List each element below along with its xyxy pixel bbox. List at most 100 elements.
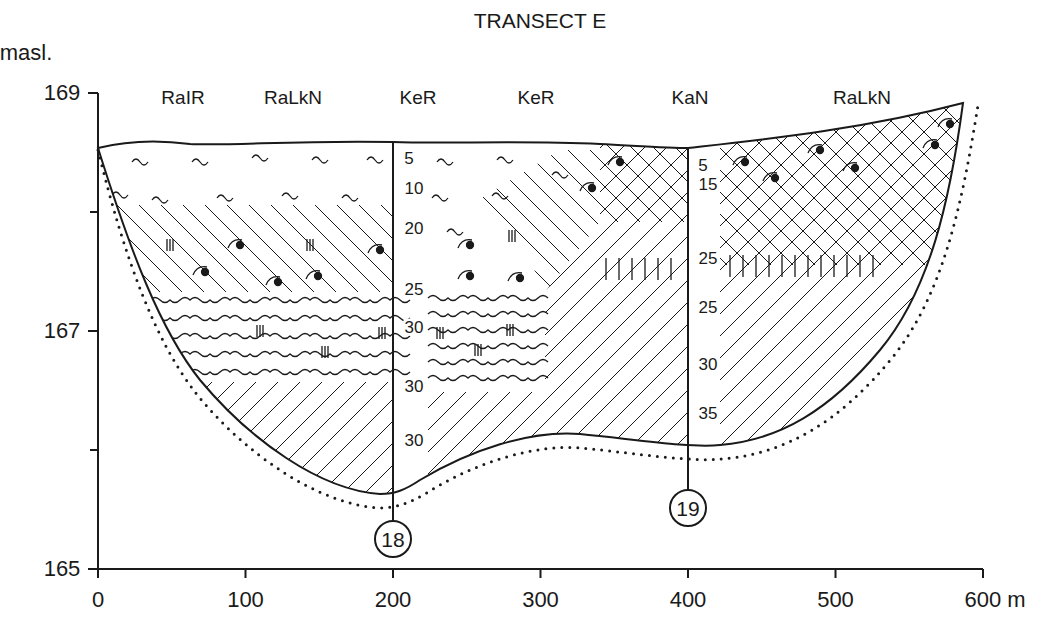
tick-label: 500 [817, 589, 854, 611]
pattern-stroke [606, 255, 873, 280]
pattern-stroke [437, 159, 453, 165]
pattern-stroke [580, 183, 594, 191]
pattern-stroke [843, 163, 857, 171]
pattern-stroke [428, 328, 548, 333]
transect-outline [98, 103, 963, 494]
pattern-stroke [507, 324, 513, 336]
pattern-stroke [932, 142, 939, 149]
pattern-stroke [379, 327, 385, 339]
unit-label: KaN [672, 88, 709, 107]
pattern-stroke [475, 344, 481, 356]
pattern-stroke [492, 193, 508, 199]
tick-label: 200 [375, 589, 412, 611]
tick-label: 600 m [964, 589, 1025, 611]
unit-label: KeR [518, 88, 555, 107]
depth-number: 5 [403, 150, 414, 167]
pattern-stroke [282, 193, 298, 199]
depth-number: 30 [698, 356, 719, 373]
depth-number: 35 [698, 405, 719, 422]
tick-label: 165 [44, 558, 81, 580]
pattern-stroke [237, 242, 244, 249]
pattern-stroke [467, 242, 474, 249]
depth-number: 30 [404, 432, 425, 449]
pattern-stroke [428, 296, 548, 301]
pattern-stroke [437, 327, 443, 339]
pattern-stroke [322, 346, 328, 358]
unit-label: RaLkN [264, 88, 322, 107]
axes [88, 93, 983, 578]
depth-number: 30 [404, 319, 425, 336]
pattern-stroke [763, 173, 777, 181]
unit-label: RaIR [161, 88, 204, 107]
pattern-stroke [923, 140, 937, 148]
pattern-stroke [228, 240, 242, 248]
pattern-stroke [252, 155, 268, 161]
pattern-stroke [509, 230, 515, 242]
depth-number: 25 [404, 281, 425, 298]
pattern-stroke [428, 376, 548, 381]
pattern-stroke [307, 239, 313, 251]
pattern-stroke [150, 352, 410, 357]
pattern-stroke [497, 157, 513, 163]
pattern-stroke [342, 195, 358, 201]
depth-number: 20 [404, 220, 425, 237]
pattern-stroke [733, 157, 747, 165]
pattern-stroke [152, 197, 168, 203]
pattern-stroke [617, 159, 624, 166]
sediment-fills [98, 100, 975, 520]
tick-label: 100 [227, 589, 264, 611]
pattern-stroke [257, 325, 263, 337]
pattern-stroke [428, 312, 548, 317]
pattern-stroke [192, 159, 208, 165]
pattern-stroke [467, 273, 474, 280]
pattern-stroke [150, 316, 410, 321]
unit-label: RaLkN [833, 88, 891, 107]
pattern-stroke [193, 267, 207, 275]
pattern-stroke [938, 119, 952, 127]
pattern-stroke [772, 175, 779, 182]
pattern-stroke [217, 195, 233, 201]
pattern-stroke [447, 229, 463, 235]
pattern-stroke [132, 159, 148, 165]
callout-circle: 19 [669, 489, 707, 527]
pattern-stroke [377, 247, 384, 254]
pattern-stroke [947, 121, 954, 128]
pattern-stroke [742, 159, 749, 166]
pattern-stroke [367, 157, 383, 163]
pattern-stroke [150, 298, 410, 303]
pattern-stroke [315, 273, 322, 280]
pattern-stroke [589, 185, 596, 192]
pattern-stroke [167, 239, 173, 251]
pattern-stroke [517, 275, 524, 282]
callout-number: 18 [381, 529, 404, 550]
depth-number: 25 [698, 299, 719, 316]
pattern-stroke [147, 327, 153, 339]
tick-label: 167 [44, 320, 81, 342]
depth-number: 15 [698, 176, 719, 193]
pattern-stroke [150, 370, 410, 375]
depth-number: 5 [697, 157, 708, 174]
pattern-stroke [458, 271, 472, 279]
tick-label: 300 [522, 589, 559, 611]
tick-label: 169 [44, 82, 81, 104]
pattern-stroke [608, 157, 622, 165]
tick-label: 0 [92, 589, 104, 611]
diagram-title: TRANSECT E [474, 10, 607, 31]
depth-number: 30 [404, 378, 425, 395]
pattern-stroke [428, 360, 548, 365]
pattern-stroke [852, 165, 859, 172]
pattern-stroke [150, 334, 410, 339]
depth-number: 25 [698, 250, 719, 267]
substrate-dots [98, 105, 978, 508]
axis-unit: masl. [0, 42, 52, 64]
pattern-stroke [808, 145, 822, 153]
pattern-stroke [306, 271, 320, 279]
pattern-stroke [202, 269, 209, 276]
pattern-stroke [266, 277, 280, 285]
core-line [393, 141, 688, 521]
pattern-stroke [432, 195, 448, 201]
unit-label: KeR [400, 88, 437, 107]
pattern-stroke [458, 240, 472, 248]
tick-label: 400 [670, 589, 707, 611]
pattern-stroke [275, 279, 282, 286]
